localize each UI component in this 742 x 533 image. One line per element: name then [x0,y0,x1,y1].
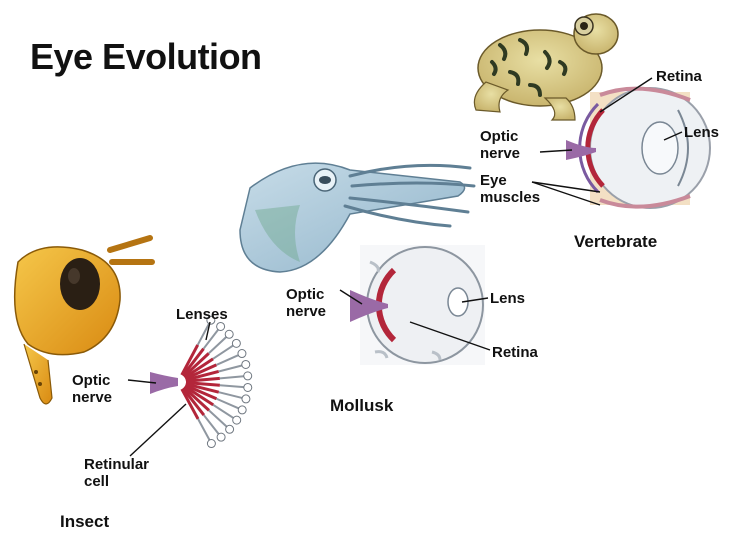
crystalline-cone [219,392,242,398]
lens-facet [244,372,252,380]
lens-facet [217,322,225,330]
mollusk-retina-label: Retina [492,344,538,361]
lens-facet [238,350,246,358]
mollusk-group-label: Mollusk [330,396,393,416]
lens-facet [225,330,233,338]
vertebrate-group-label: Vertebrate [574,232,657,252]
crystalline-cone [216,355,238,365]
lens-facet [242,360,250,368]
crystalline-cone [219,365,242,371]
compound-eye-diagram [128,316,252,456]
insect-lenses-label: Lenses [176,306,228,323]
mollusk-eye-diagram [340,245,490,365]
lens-facet [226,425,234,433]
crystalline-cone [217,399,239,409]
mollusk-optic-nerve-label: Optic nerve [286,286,326,320]
vertebrate-lens-label: Lens [684,124,719,141]
insect-retinular-cell-label: Retinular cell [84,456,149,490]
vertebrate-retina-label: Retina [656,68,702,85]
ommatidia-fan [182,316,252,447]
crystalline-cone [220,385,244,387]
crystalline-cone [198,419,209,440]
insect-group-label: Insect [60,512,109,532]
mollusk-lens-label: Lens [490,290,525,307]
lens-facet [232,339,240,347]
crystalline-cone [220,376,244,378]
insect-optic-nerve-label: Optic nerve [72,372,112,406]
lens-facet [238,406,246,414]
lens-facet [242,395,250,403]
vertebrate-optic-nerve-label: Optic nerve [480,128,520,162]
lens-facet [207,440,215,448]
lens-facet [244,383,252,391]
lens-facet [233,416,241,424]
page-title: Eye Evolution [30,36,262,78]
lens-facet [217,433,225,441]
vertebrate-eye-muscles-label: Eye muscles [480,172,540,206]
